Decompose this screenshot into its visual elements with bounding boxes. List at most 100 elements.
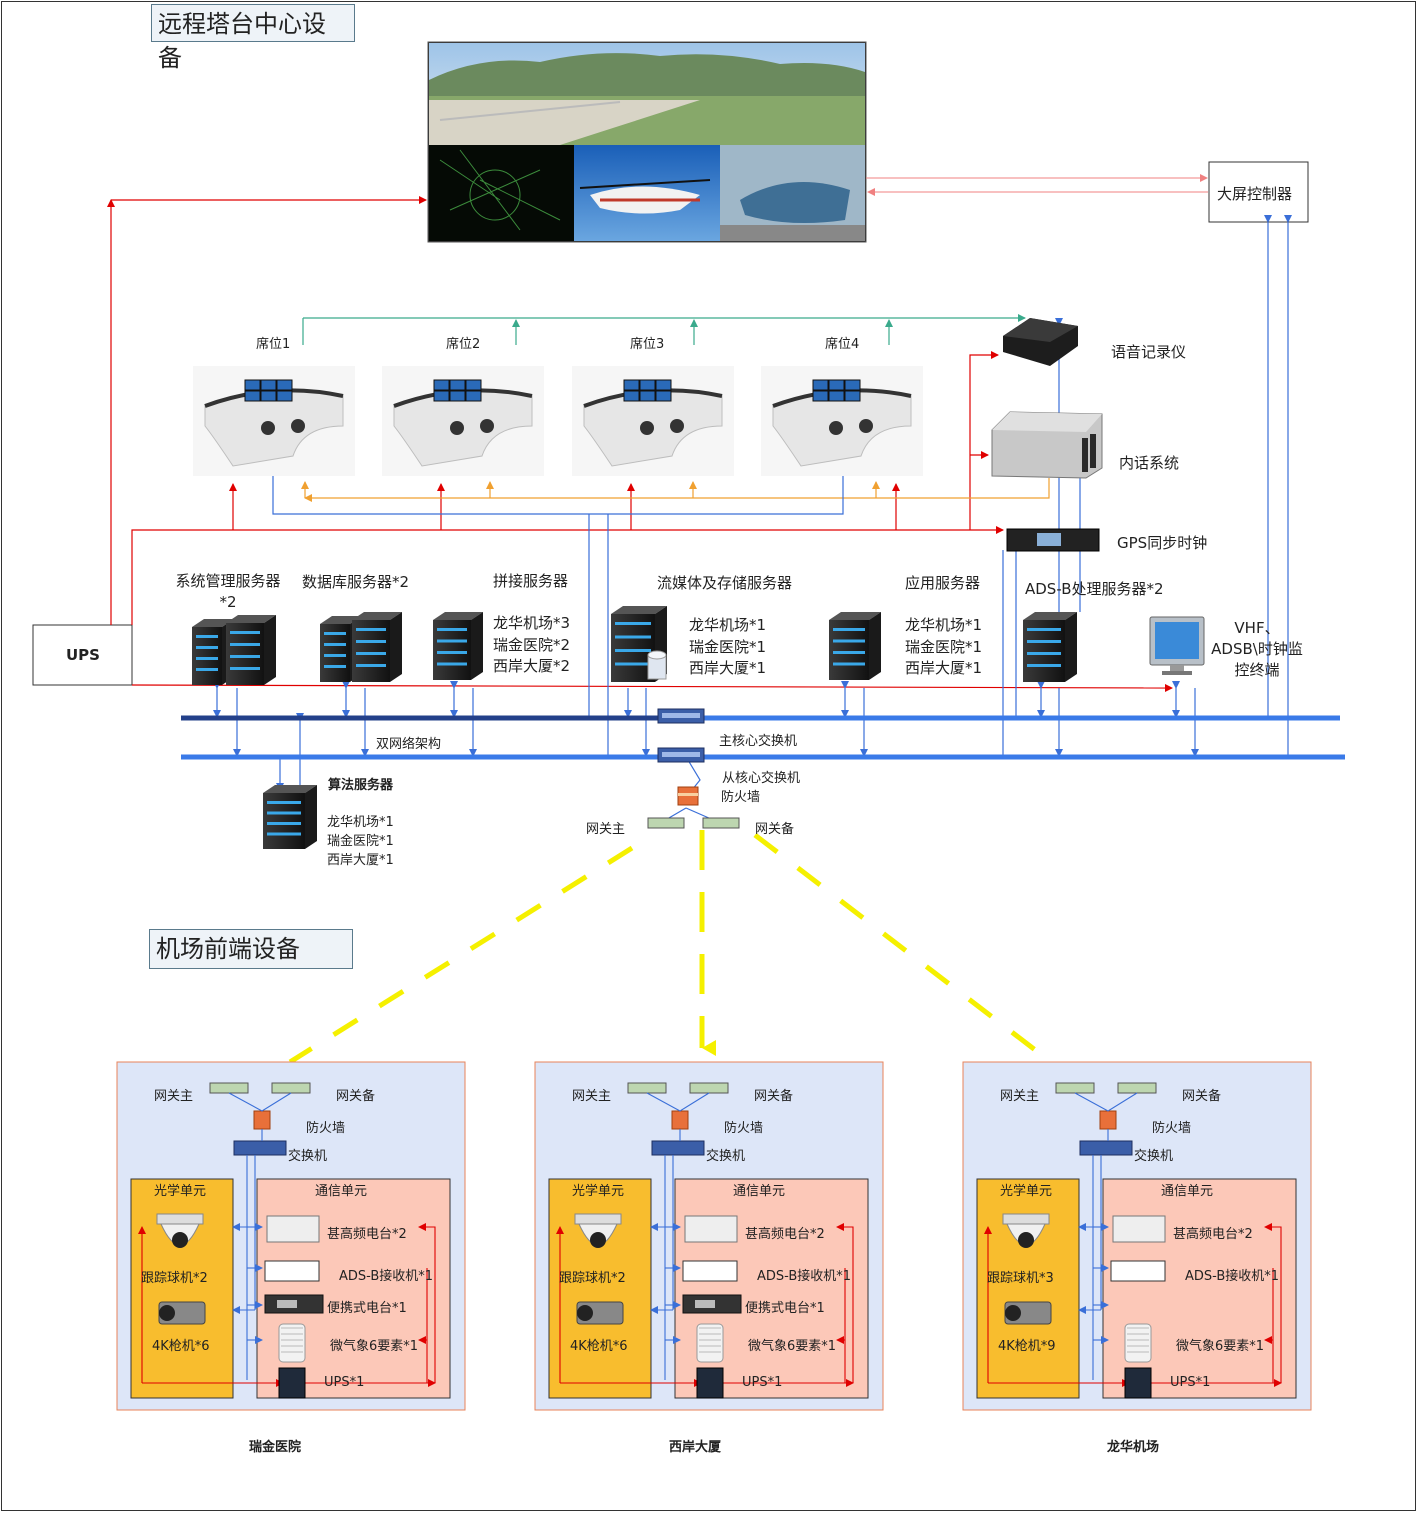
site-ups-label: UPS*1 <box>742 1375 783 1390</box>
splice-item-3: 西岸大厦*2 <box>493 657 571 675</box>
app-item-1: 龙华机场*1 <box>905 616 983 634</box>
seat-1-label: 席位1 <box>256 337 291 352</box>
intercom-label: 内话系统 <box>1119 454 1180 472</box>
site-adsb-label: ADS-B接收机*1 <box>757 1269 852 1284</box>
main-switch-label: 主核心交换机 <box>719 734 798 749</box>
database-server-label: 数据库服务器*2 <box>302 573 410 591</box>
monitor-terminal <box>1149 616 1205 675</box>
site-gateway-backup <box>689 1082 729 1094</box>
site-dome-label: 跟踪球机*2 <box>559 1271 626 1286</box>
dome-camera-icon <box>1002 1213 1050 1248</box>
site-switch-label: 交换机 <box>1134 1149 1174 1164</box>
seat-console-3 <box>572 366 734 476</box>
dome-camera-icon <box>156 1213 204 1248</box>
site-switch-label: 交换机 <box>706 1149 746 1164</box>
site-gateway-main <box>627 1082 667 1094</box>
site-ups-icon <box>1124 1367 1152 1399</box>
site-comm-label: 通信单元 <box>315 1184 368 1199</box>
site-switch-label: 交换机 <box>288 1149 328 1164</box>
vhf-radio-icon <box>266 1215 320 1243</box>
site-adsb-label: ADS-B接收机*1 <box>1185 1269 1280 1284</box>
app-item-2: 瑞金医院*1 <box>905 638 983 656</box>
site-gateway-main <box>1055 1082 1095 1094</box>
wireless-links <box>288 830 1045 1065</box>
power-lines <box>107 196 1173 692</box>
splice-item-1: 龙华机场*3 <box>493 614 571 632</box>
site-gateway-backup <box>1117 1082 1157 1094</box>
site-gw-main-label: 网关主 <box>154 1089 194 1104</box>
center-gw-backup-label: 网关备 <box>755 822 795 837</box>
site-dome-label: 跟踪球机*2 <box>141 1271 208 1286</box>
site-weather-label: 微气象6要素*1 <box>330 1339 419 1354</box>
splice-server-label: 拼接服务器 <box>493 572 569 590</box>
site-vhf-label: 甚高频电台*2 <box>745 1227 825 1242</box>
heading-center: 远程塔台中心设备 <box>151 4 355 72</box>
gps-clock-label: GPS同步时钟 <box>1117 534 1208 552</box>
storage-icon <box>647 650 667 680</box>
vhf-radio-icon <box>1112 1215 1166 1243</box>
site-comm-label: 通信单元 <box>1161 1184 1214 1199</box>
sys-mgmt-server-label: 系统管理服务器*2 <box>175 572 281 611</box>
site-switch <box>233 1140 287 1156</box>
splice-item-2: 瑞金医院*2 <box>493 636 571 654</box>
ups-label: UPS <box>66 646 100 664</box>
monitor-terminal-label: VHF、ADSB\时钟监控终端 <box>1211 619 1303 679</box>
site-gw-main-label: 网关主 <box>572 1089 612 1104</box>
gun-camera-icon <box>576 1301 624 1325</box>
seat-4-label: 席位4 <box>825 337 860 352</box>
heading-front: 机场前端设备 <box>149 929 353 969</box>
site-gun-label: 4K枪机*6 <box>570 1339 628 1354</box>
servers <box>192 606 1077 849</box>
site-name: 瑞金医院 <box>249 1440 302 1455</box>
site-dome-label: 跟踪球机*3 <box>987 1271 1054 1286</box>
site-gw-backup-label: 网关备 <box>336 1089 376 1104</box>
gps-clock-device <box>1006 528 1100 552</box>
dome-camera-icon <box>574 1213 622 1248</box>
gun-camera-icon <box>158 1301 206 1325</box>
center-firewall <box>677 786 699 806</box>
algo-server <box>263 785 317 849</box>
app-item-3: 西岸大厦*1 <box>905 659 983 677</box>
sys-mgmt-server-b <box>226 615 276 685</box>
site-gun-label: 4K枪机*6 <box>152 1339 210 1354</box>
site-gateway-main <box>209 1082 249 1094</box>
weather-station-icon <box>278 1323 306 1363</box>
site-switch <box>651 1140 705 1156</box>
splice-server <box>433 612 483 680</box>
site-ups-icon <box>278 1367 306 1399</box>
site-firewall <box>671 1110 689 1130</box>
center-gateway-backup <box>702 817 740 829</box>
voice-recorder-label: 语音记录仪 <box>1111 343 1187 361</box>
sites <box>116 1061 1312 1411</box>
site-name: 龙华机场 <box>1107 1440 1160 1455</box>
adsb-server-label: ADS-B处理服务器*2 <box>1025 580 1164 598</box>
adsb-receiver-icon <box>1110 1260 1166 1282</box>
site-portable-label: 便携式电台*1 <box>327 1301 407 1316</box>
site-1 <box>116 1061 466 1411</box>
site-vhf-label: 甚高频电台*2 <box>327 1227 407 1242</box>
intercom-lines <box>301 478 1050 502</box>
sub-core-switch <box>657 747 705 763</box>
main-core-switch <box>657 708 705 724</box>
seat-2-label: 席位2 <box>446 337 481 352</box>
site-2 <box>534 1061 884 1411</box>
voice-recorder-device <box>1003 318 1078 366</box>
seat-console-2 <box>382 366 544 476</box>
site-gw-backup-label: 网关备 <box>754 1089 794 1104</box>
gun-camera-icon <box>1004 1301 1052 1325</box>
center-firewall-label: 防火墙 <box>721 790 761 805</box>
site-optical-label: 光学单元 <box>1000 1184 1053 1199</box>
algo-item-3: 西岸大厦*1 <box>327 853 394 868</box>
algo-item-2: 瑞金医院*1 <box>327 834 394 849</box>
media-item-2: 瑞金医院*1 <box>689 638 767 656</box>
site-gw-backup-label: 网关备 <box>1182 1089 1222 1104</box>
adsb-receiver-icon <box>682 1260 738 1282</box>
algo-item-1: 龙华机场*1 <box>327 815 394 830</box>
site-firewall-label: 防火墙 <box>306 1121 346 1136</box>
site-ups-label: UPS*1 <box>324 1375 365 1390</box>
adsb-server <box>1023 612 1077 682</box>
site-ups-label: UPS*1 <box>1170 1375 1211 1390</box>
site-ups-icon <box>696 1367 724 1399</box>
